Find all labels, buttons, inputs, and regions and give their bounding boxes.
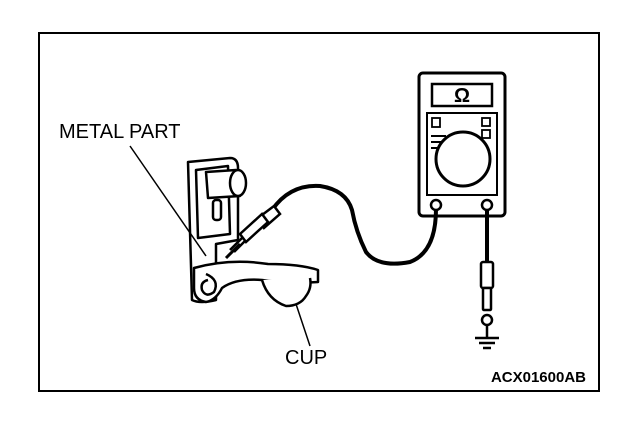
probe-jack-ohm [480, 198, 494, 212]
switch-top [431, 117, 441, 128]
ohm-symbol: Ω [454, 85, 470, 107]
cup [260, 277, 312, 308]
figure-frame [38, 32, 600, 392]
cup-label: CUP [285, 347, 327, 369]
positive-probe [224, 204, 282, 260]
cup-leader [295, 303, 311, 347]
negative-probe [479, 260, 495, 327]
multimeter [417, 71, 507, 218]
selector-dial [434, 130, 492, 188]
switch-right-1 [481, 117, 491, 127]
latch-barrel-end [228, 168, 248, 198]
positive-lead-wire [270, 183, 438, 266]
probe-jack-com [429, 198, 443, 212]
ground-icon [475, 325, 499, 350]
metal-part-leader [129, 145, 207, 257]
metal-part-label: METAL PART [59, 121, 181, 143]
latch-slot [211, 198, 223, 222]
cup-holder-assembly [186, 156, 320, 308]
holder-curl [200, 272, 217, 296]
figure-code: ACX01600AB [491, 369, 586, 386]
switch-right-2 [481, 129, 491, 139]
multimeter-display [430, 82, 494, 108]
range-marks [431, 135, 446, 149]
